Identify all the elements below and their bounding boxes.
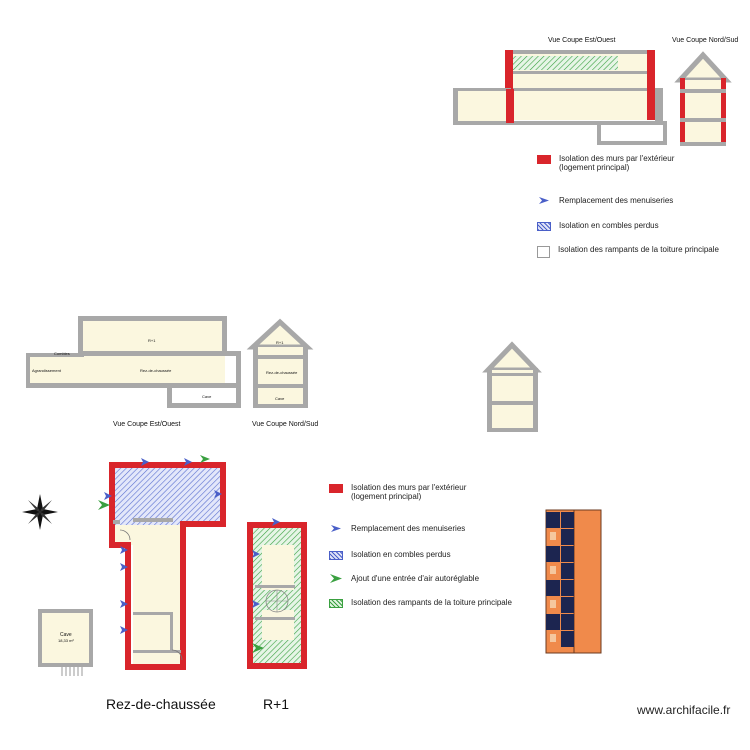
legend-top-item: Isolation en combles perdus [537, 221, 659, 231]
mid-section-ns-view [246, 318, 314, 408]
room-r1-ns: R+1 [276, 340, 284, 345]
legend-bottom-item: Isolation en combles perdus [329, 550, 451, 560]
room-rdc-ns: Rez-de-chaussée [266, 370, 298, 375]
first-floor-plan [247, 518, 307, 669]
legend-top-item: Remplacement des menuiseries [537, 196, 673, 205]
room-cave-ns: Cave [275, 396, 285, 401]
mid-right-section-view [482, 341, 542, 432]
room-combles: Combles [54, 351, 70, 356]
mid-coupe-ns-title: Vue Coupe Nord/Sud [252, 421, 319, 428]
window-arrow-icon [331, 525, 341, 532]
window-arrow-icon [539, 197, 549, 204]
top-coupe-ew-title: Vue Coupe Est/Ouest [548, 37, 616, 44]
room-cave-section: Cave [202, 394, 212, 399]
mid-section-ew-view [26, 316, 241, 408]
cellar-plan [38, 609, 93, 676]
compass-rose-icon [22, 494, 58, 530]
ground-floor-plan [98, 455, 226, 670]
legend-bottom-item: Isolation des rampants de la toiture pri… [329, 598, 512, 608]
room-r1: R+1 [148, 338, 156, 343]
watermark: www.archifacile.fr [637, 703, 731, 717]
hatch-blue-swatch-icon [537, 222, 551, 231]
top-section-ns-view [674, 51, 732, 146]
ground-floor-title: Rez-de-chaussée [106, 696, 216, 712]
air-inlet-arrow-icon [330, 574, 342, 583]
red-wall-swatch-icon [537, 155, 551, 164]
facade-elevation [545, 509, 602, 654]
legend-top-item: Isolation des rampants de la toiture pri… [537, 245, 719, 258]
empty-swatch-icon [537, 246, 550, 258]
top-coupe-ns-title: Vue Coupe Nord/Sud [672, 37, 739, 44]
legend-bottom-item: Ajout d'une entrée d'air autoréglable [329, 574, 479, 583]
legend-bottom-item: Remplacement des menuiseries [329, 524, 465, 533]
room-rez-de-chaussee: Rez-de-chaussée [140, 368, 172, 373]
room-agrandissement: Agrandissement [32, 368, 61, 373]
hatch-green-swatch-icon [329, 599, 343, 608]
hatch-blue-swatch-icon [329, 551, 343, 560]
red-wall-swatch-icon [329, 484, 343, 493]
first-floor-title: R+1 [263, 696, 290, 712]
mid-coupe-ew-title: Vue Coupe Est/Ouest [113, 421, 181, 428]
top-section-ew-view [453, 50, 667, 145]
room-cave-plan: Cave [60, 632, 72, 638]
legend-top-item: Isolation des murs par l'extérieur (loge… [537, 154, 674, 172]
legend-bottom-item: Isolation des murs par l'extérieur (loge… [329, 483, 466, 501]
cave-area: 18,33 m² [58, 638, 74, 643]
